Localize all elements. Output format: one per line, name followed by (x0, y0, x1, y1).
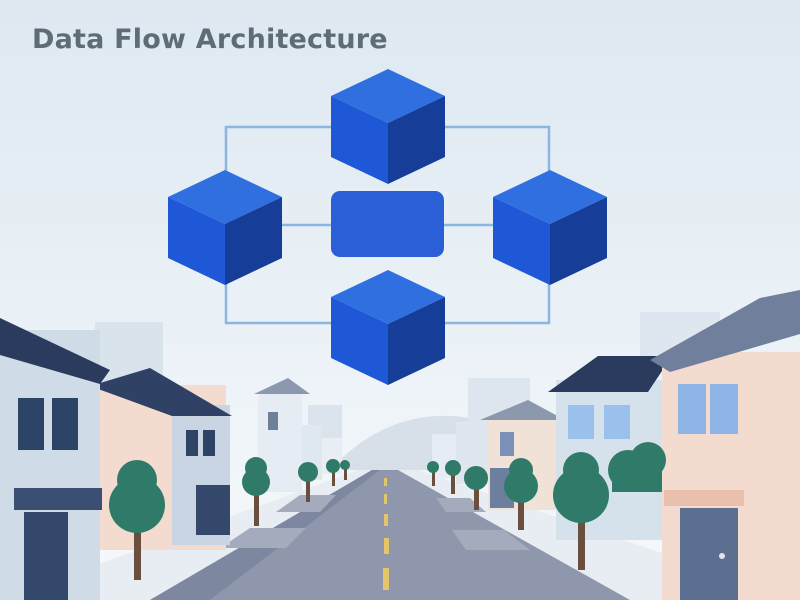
house-left-3 (254, 378, 310, 492)
tree (553, 452, 609, 570)
lane-markings (383, 478, 389, 590)
tree (504, 458, 538, 530)
node-bottom-cube (331, 270, 445, 385)
tree (427, 461, 439, 486)
node-top-cube (331, 69, 445, 184)
diagram-title: Data Flow Architecture (32, 24, 388, 55)
hedge (608, 442, 666, 492)
node-left-cube (168, 170, 282, 285)
tree (464, 466, 488, 510)
left-buildings (0, 318, 342, 600)
node-right-cube (493, 170, 607, 285)
connector-right-bottom (442, 276, 551, 325)
trees (109, 442, 666, 580)
house-right-1 (650, 290, 800, 600)
tree (242, 457, 270, 526)
tree (109, 460, 165, 580)
architecture-diagram (168, 69, 607, 385)
road (150, 470, 630, 600)
tree (340, 460, 350, 480)
tree (298, 462, 318, 502)
connector-left-bottom (224, 276, 332, 325)
house-left-2 (90, 368, 232, 550)
node-center-hub (331, 191, 444, 257)
house-left-1 (0, 318, 110, 600)
tree (445, 460, 461, 494)
tree (326, 459, 340, 486)
